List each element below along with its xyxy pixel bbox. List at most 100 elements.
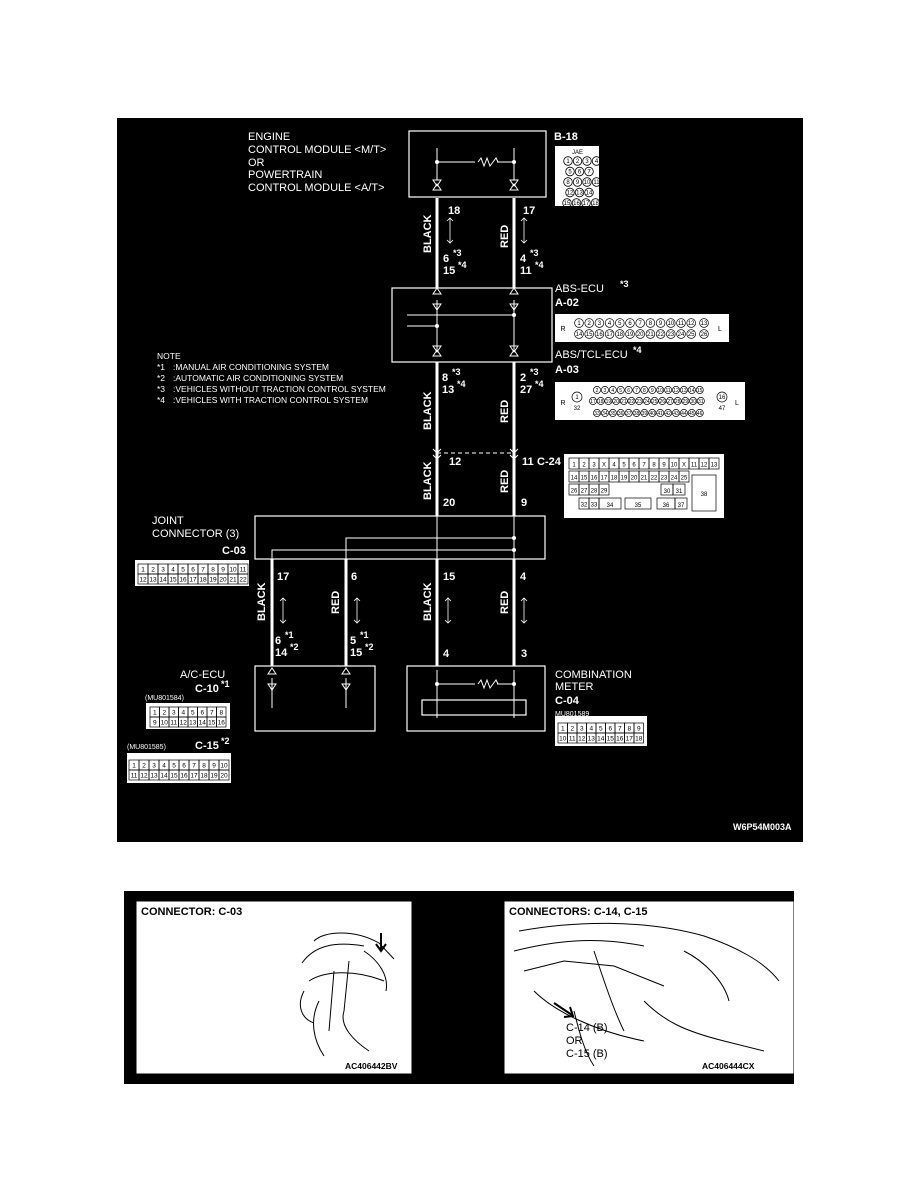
pin-label: 28 [675, 399, 681, 405]
svg-text:*1: *1 [157, 362, 165, 372]
pin-circle [584, 318, 594, 328]
pin-label: 12 [140, 773, 148, 780]
pin-circle [612, 397, 621, 405]
svg-text:6: 6 [275, 635, 281, 647]
pin-circle [574, 318, 584, 328]
pin-label: 10 [657, 388, 663, 394]
pin-label: 18 [200, 773, 208, 780]
pin-circle [658, 397, 667, 405]
pin-circle [645, 318, 656, 328]
pin-circle [679, 409, 688, 417]
pin-circle [632, 409, 641, 417]
pin-label: 21 [621, 399, 627, 405]
pin-label: 11 [678, 321, 685, 327]
svg-text:*2: *2 [290, 642, 299, 652]
svg-text:*1: *1 [221, 679, 230, 689]
pin-circle [656, 386, 665, 394]
pin-label: 33 [591, 503, 598, 509]
pin-label: 14 [597, 736, 605, 743]
pin-label: 12 [688, 321, 695, 327]
pin-label: 14 [689, 388, 695, 394]
pin-label: 9 [576, 180, 580, 186]
pin-label: 1 [153, 710, 157, 717]
pin-label: 9 [153, 720, 157, 727]
pin-label: 28 [591, 489, 598, 495]
photo-2-code: AC406444CX [702, 1061, 755, 1071]
pin-label: 17 [606, 332, 613, 338]
pin-label: 37 [626, 411, 632, 417]
pin-circle [596, 397, 605, 405]
pin-circle [571, 198, 582, 208]
pin-label: 15 [169, 577, 177, 584]
wire-label-red-1: RED [499, 225, 511, 248]
pin-circle [604, 318, 615, 328]
pin-label: 13 [189, 720, 197, 727]
wire-label-black-3: BLACK [422, 461, 434, 500]
pin-label: 8 [211, 567, 215, 574]
svg-text:*2: *2 [157, 373, 165, 383]
photo-2-title: CONNECTORS: C-14, C-15 [509, 906, 648, 918]
pin-circle [584, 329, 594, 339]
wire-label-black-2: BLACK [422, 391, 434, 430]
pin-label: 9 [662, 463, 666, 469]
pin-circle [696, 397, 705, 405]
pin-circle [574, 166, 585, 177]
pin-lw-17: 17 [277, 571, 289, 583]
pin-circle [699, 329, 709, 339]
pin-label: 13 [681, 388, 687, 394]
pin-label: 18 [199, 577, 207, 584]
pin-label: 12 [673, 388, 679, 394]
pin-circle [591, 156, 602, 166]
pin-circle [648, 409, 657, 417]
pin-label: 12 [139, 577, 147, 584]
pin-circle [615, 318, 625, 328]
pin-lw-bottom-3: 3 [521, 648, 527, 660]
pin-label: 15 [208, 720, 216, 727]
svg-text:*4: *4 [633, 345, 642, 355]
pin-label: 7 [192, 763, 196, 770]
pin-label: 5 [181, 567, 185, 574]
pin-circle [616, 409, 625, 417]
pin-circle [655, 318, 666, 328]
pin-label: 9 [651, 388, 654, 394]
photo-panel-2 [503, 900, 795, 1075]
pin-circle [645, 329, 656, 339]
pin-label: 1 [132, 763, 136, 770]
pin-13: 13 [442, 384, 454, 396]
wire-label-lw-1: RED [330, 591, 342, 614]
pin-label: 7 [618, 726, 622, 733]
pin-label: 1 [572, 463, 576, 469]
pin-label: 37 [678, 503, 685, 509]
pin-circle [593, 409, 601, 417]
pin-circle [635, 318, 645, 328]
pin-label: 7 [635, 388, 638, 394]
pin-label: 12 [567, 191, 574, 197]
pin-label: 10 [671, 463, 678, 469]
pin-cell [708, 457, 720, 470]
pin-circle [627, 397, 636, 405]
pin-label: 5 [599, 726, 603, 733]
pin-circle [686, 329, 696, 339]
pin-circle [642, 397, 651, 405]
pin-label: 24 [678, 332, 685, 338]
pin-label: 21 [641, 476, 648, 482]
meter-line-0: COMBINATION [555, 669, 632, 681]
pin-label: 31 [698, 399, 704, 405]
pin-label: 14 [576, 332, 583, 338]
abs-right-letter: L [718, 326, 722, 333]
pin-label: 2 [596, 388, 599, 394]
pin-label: 19 [606, 399, 612, 405]
pin-label: 2 [588, 321, 592, 327]
wire-label-lw-3: RED [499, 591, 511, 614]
pin-circle [594, 329, 605, 339]
pin-label: 13 [149, 577, 157, 584]
pin-cell [672, 483, 686, 496]
photo-1-title: CONNECTOR: C-03 [141, 906, 242, 918]
pin-label: 30 [664, 489, 671, 495]
pin-label: 36 [618, 411, 624, 417]
pin-label: 8 [219, 710, 223, 717]
pin-label: 24 [644, 399, 650, 405]
pin-label: 32 [581, 503, 588, 509]
pin-label: 9 [221, 567, 225, 574]
c24-id: C-24 [537, 456, 562, 468]
